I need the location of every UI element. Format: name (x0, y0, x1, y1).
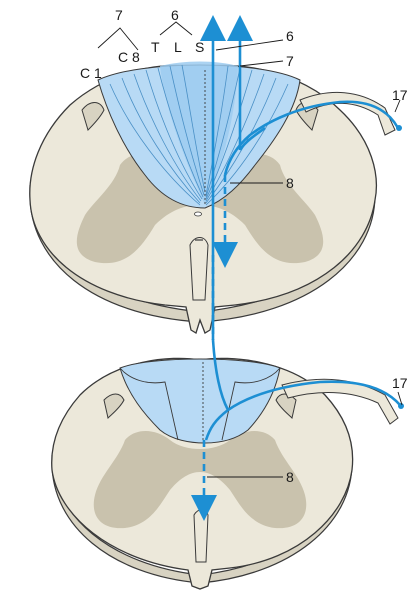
lower-receptor-dot (398, 403, 404, 409)
upper-receptor-dot (396, 125, 402, 131)
label-t: T (151, 39, 160, 55)
label-lower-17: 17 (392, 375, 408, 391)
label-upper-17: 17 (392, 87, 408, 103)
bracket-7 (98, 28, 138, 50)
label-lower-8: 8 (286, 469, 294, 485)
upper-central-canal (195, 212, 202, 216)
lower-anterior-fissure (194, 510, 208, 562)
label-s: S (195, 39, 204, 55)
label-c8: C 8 (118, 49, 140, 65)
label-group-6: 6 (171, 7, 179, 23)
label-c1: C 1 (80, 65, 102, 81)
label-group-7: 7 (115, 7, 123, 23)
upper-anterior-fissure (190, 238, 208, 301)
label-l: L (174, 39, 182, 55)
label-leader-7: 7 (286, 53, 294, 69)
lower-spinal-section (52, 358, 398, 589)
label-upper-8: 8 (286, 175, 294, 191)
bracket-6 (160, 22, 192, 35)
label-leader-6: 6 (286, 28, 294, 44)
